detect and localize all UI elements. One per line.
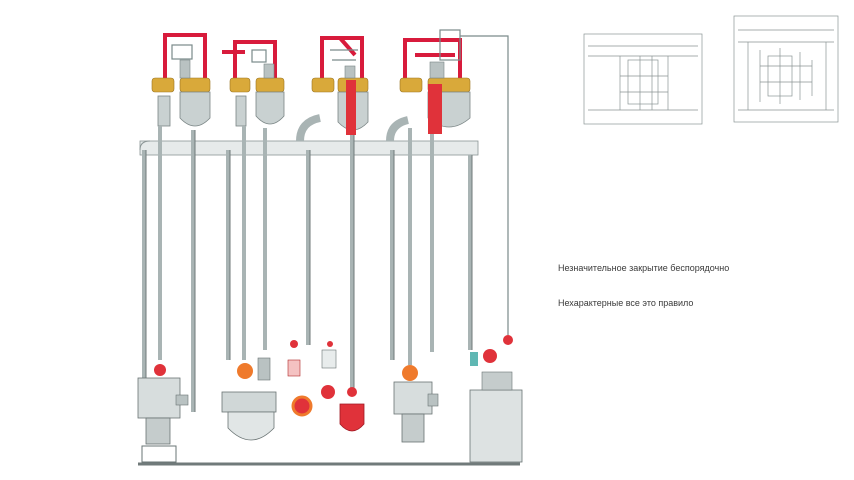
sampling-branch (287, 340, 337, 417)
pressure-gauge-icon (483, 349, 497, 363)
tank-icon (469, 389, 523, 463)
inset-drawing-left (583, 33, 703, 125)
pressure-gauge-icon (154, 364, 166, 376)
tank-1 (221, 357, 277, 441)
pressure-gauge-icon (237, 363, 253, 379)
legend-text-1: Незначительное закрытие беспорядочно (558, 263, 730, 273)
legend-text-2: Нехарактерные все это правило (558, 298, 694, 308)
vertical-pipes (142, 126, 472, 412)
pump-unit-1 (137, 364, 189, 463)
manifold-frames (163, 33, 462, 80)
valve-clusters (151, 59, 471, 93)
vertical-pipe-shadows (145, 130, 473, 412)
pump-unit-2 (393, 365, 439, 443)
red-vessel (339, 387, 365, 432)
frame-inner-details (171, 29, 509, 335)
tank-icon (227, 411, 275, 441)
collector-tank (469, 335, 523, 463)
inset-drawing-right (733, 15, 839, 123)
red-column (346, 80, 442, 135)
upper-vessels (157, 91, 471, 131)
pressure-gauge-icon (402, 365, 418, 381)
